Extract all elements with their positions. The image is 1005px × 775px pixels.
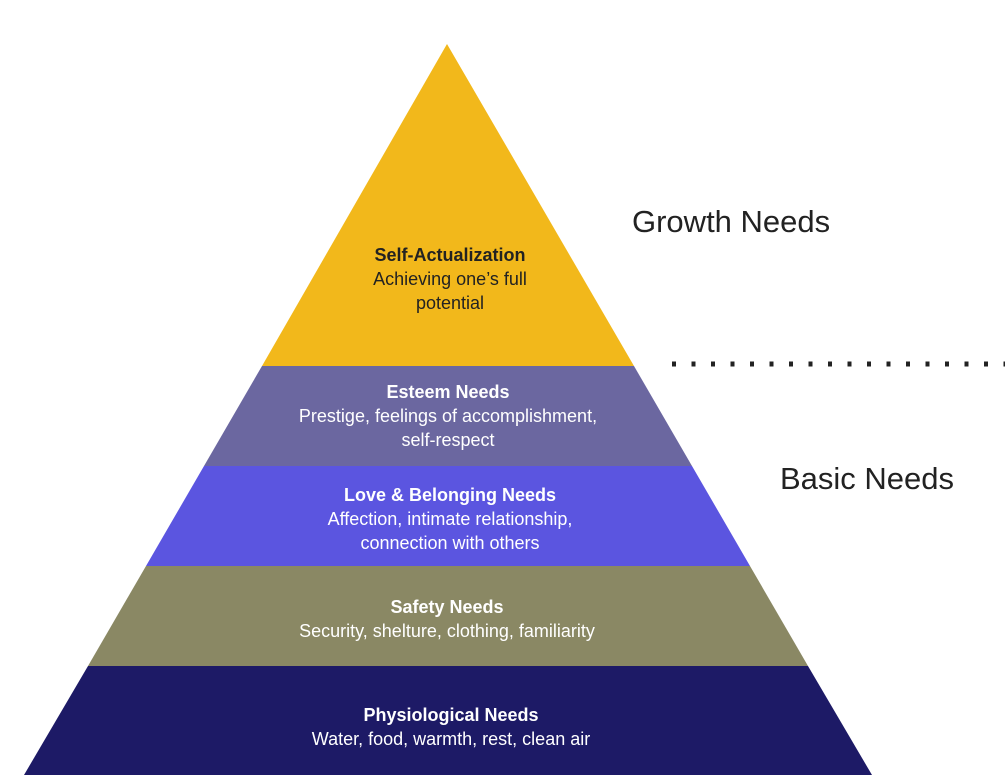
basic-needs-label: Basic Needs — [780, 461, 955, 496]
tier-description: Security, shelture, clothing, familiarit… — [299, 621, 595, 641]
tier-title: Esteem Needs — [386, 382, 510, 402]
tier-self-actualization: Self-Actualization Achieving one’s full … — [300, 243, 600, 315]
tier-description: Water, food, warmth, rest, clean air — [311, 729, 591, 749]
tier-title: Safety Needs — [390, 597, 504, 617]
tier-love-belonging: Love & Belonging Needs Affection, intima… — [250, 483, 650, 555]
tier-esteem: Esteem Needs Prestige, feelings of accom… — [248, 380, 648, 452]
tier-physiological: Physiological Needs Water, food, warmth,… — [226, 703, 676, 751]
tier-description: Affection, intimate relationship, — [327, 509, 573, 529]
tier-esteem-band — [204, 366, 692, 466]
growth-needs-label: Growth Needs — [632, 204, 831, 239]
tier-description: Prestige, feelings of accomplishment, — [298, 406, 598, 426]
tier-description: potential — [415, 293, 485, 313]
tier-safety: Safety Needs Security, shelture, clothin… — [222, 595, 672, 643]
tier-physiological-band — [24, 666, 872, 775]
tier-description: connection with others — [360, 533, 540, 553]
tier-description: self-respect — [401, 430, 495, 450]
tier-title: Love & Belonging Needs — [343, 485, 557, 505]
tier-love-belonging-band — [146, 466, 750, 566]
tier-title: Self-Actualization — [374, 245, 526, 265]
tier-self-actualization-band — [262, 44, 634, 366]
tier-description: Achieving one’s full — [373, 269, 527, 289]
tier-title: Physiological Needs — [363, 705, 539, 725]
tier-safety-band — [88, 566, 808, 666]
